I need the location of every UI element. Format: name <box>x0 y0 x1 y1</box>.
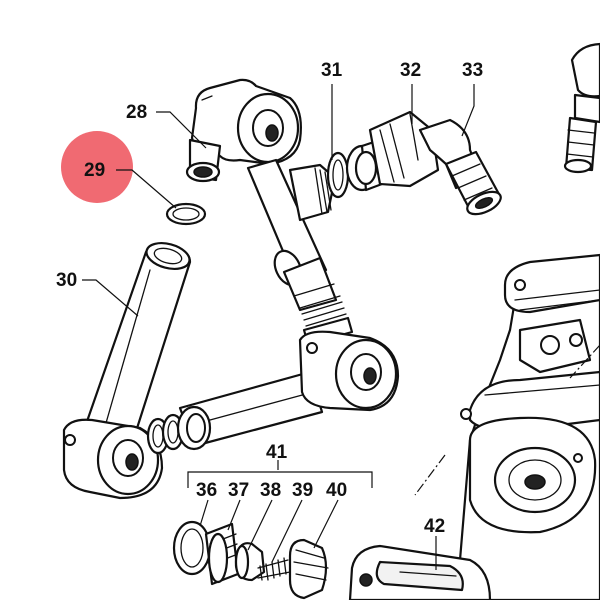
pump-body <box>414 253 600 600</box>
part-31-o-ring <box>326 151 350 199</box>
part-29-o-ring <box>165 202 207 226</box>
part-33-hose-barb <box>418 118 502 216</box>
part-28-elbow <box>185 78 302 183</box>
horizontal-pipe-elbow <box>176 330 400 451</box>
callout-41[interactable]: 41 <box>266 442 288 463</box>
callout-33[interactable]: 33 <box>462 60 483 81</box>
rings-middle <box>146 413 185 455</box>
callout-29[interactable]: 29 <box>84 160 105 181</box>
part-37-valve-seat <box>204 522 240 586</box>
callout-labels: 28 29 30 31 32 33 41 36 37 38 39 40 42 <box>56 60 483 537</box>
callout-39[interactable]: 39 <box>292 480 313 501</box>
callout-28[interactable]: 28 <box>126 102 147 123</box>
part-32-adaptor <box>345 110 440 192</box>
callout-40[interactable]: 40 <box>326 480 347 501</box>
highlight-marker-29[interactable] <box>61 131 133 203</box>
part-39-spring <box>257 557 291 581</box>
callout-31[interactable]: 31 <box>321 60 343 81</box>
leader-lines <box>82 84 475 570</box>
hose-fitting-top-right <box>563 42 600 174</box>
callout-30[interactable]: 30 <box>56 270 77 291</box>
part-42-valve-cover <box>348 544 492 600</box>
part-38-poppet <box>234 542 266 582</box>
callout-36[interactable]: 36 <box>196 480 217 501</box>
part-30-long-pipe <box>62 241 192 500</box>
part-36-ring <box>172 520 212 576</box>
callout-38[interactable]: 38 <box>260 480 281 501</box>
callout-42[interactable]: 42 <box>424 516 445 537</box>
callout-37[interactable]: 37 <box>228 480 249 501</box>
callout-32[interactable]: 32 <box>400 60 421 81</box>
part-40-retainer <box>288 538 329 600</box>
